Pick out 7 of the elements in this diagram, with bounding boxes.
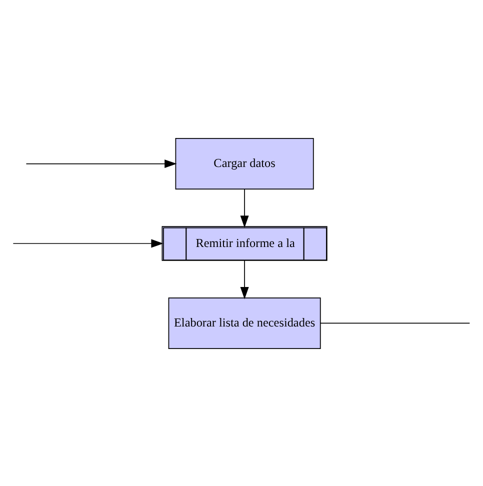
node-box: Elaborar lista de necesidades	[168, 297, 321, 348]
arrow	[26, 158, 177, 168]
node-box: Cargar datos	[175, 138, 314, 189]
connector	[320, 322, 470, 324]
arrow	[240, 188, 249, 228]
arrow	[12, 238, 164, 248]
arrow	[240, 260, 249, 299]
